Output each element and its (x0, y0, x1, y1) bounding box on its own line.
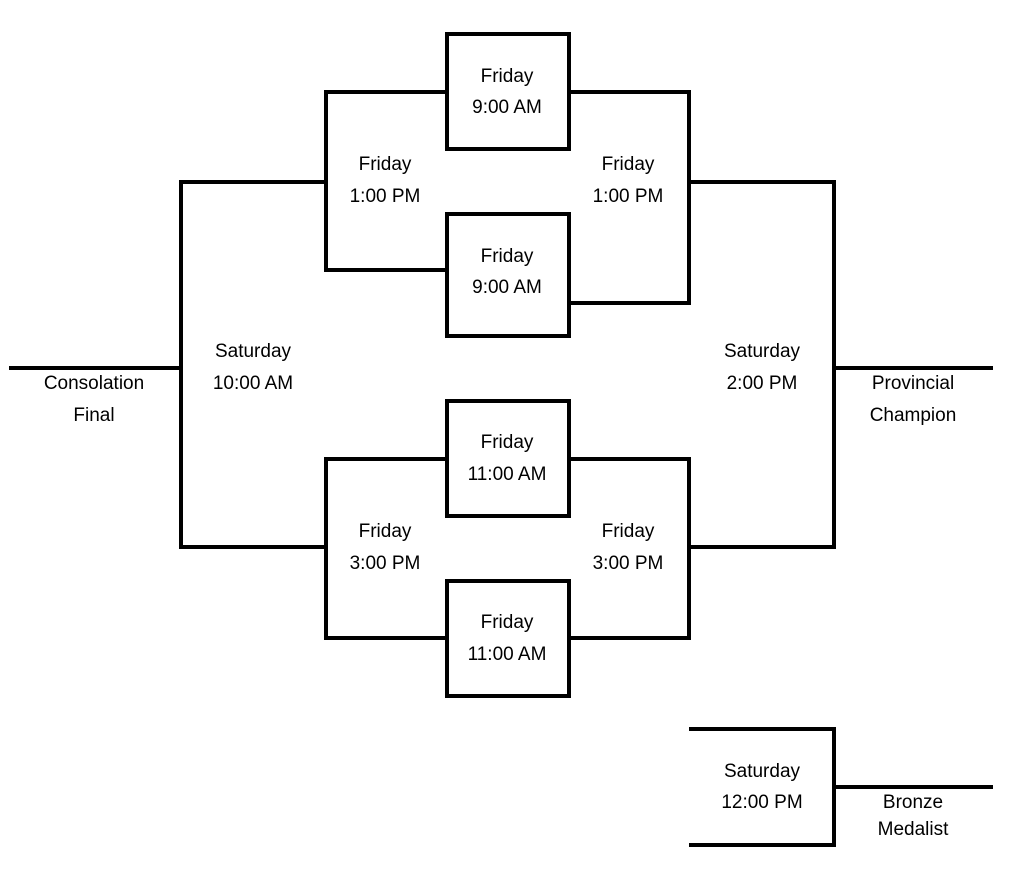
outcome-label: Provincial (872, 373, 954, 394)
game-box-fri-9am-bottom (445, 212, 571, 338)
game-day-label: Friday (481, 432, 534, 453)
game-day-label: Friday (359, 521, 412, 542)
bracket-sat-championship (687, 180, 836, 549)
game-time-label: 12:00 PM (721, 792, 802, 813)
game-box-fri-9am-top (445, 32, 571, 151)
game-day-label: Friday (481, 246, 534, 267)
outcome-label: Bronze (883, 792, 943, 813)
game-time-label: 2:00 PM (727, 373, 798, 394)
game-time-label: 9:00 AM (472, 277, 542, 298)
bracket-fri-3pm-left (324, 457, 449, 640)
game-day-label: Saturday (724, 761, 801, 782)
game-day-label: Friday (359, 154, 412, 175)
game-time-label: 3:00 PM (350, 553, 421, 574)
game-day-label: Friday (481, 66, 534, 87)
game-day-label: Saturday (724, 341, 801, 362)
outcome-label: Champion (870, 405, 957, 426)
game-day-label: Friday (602, 154, 655, 175)
game-day-label: Friday (602, 521, 655, 542)
game-time-label: 10:00 AM (213, 373, 293, 394)
game-day-label: Saturday (215, 341, 292, 362)
game-time-label: 11:00 AM (468, 464, 547, 485)
game-time-label: 9:00 AM (472, 97, 542, 118)
game-time-label: 1:00 PM (350, 186, 421, 207)
game-time-label: 1:00 PM (593, 186, 664, 207)
bracket-sat-bronze (689, 727, 836, 847)
game-box-fri-11am-top (445, 399, 571, 518)
game-time-label: 11:00 AM (468, 644, 547, 665)
bracket-fri-1pm-right (567, 90, 691, 305)
game-day-label: Friday (481, 612, 534, 633)
bracket-fri-1pm-left (324, 90, 449, 272)
bracket-sat-consolation (179, 180, 328, 549)
outcome-label: Consolation (44, 373, 144, 394)
outcome-label: Medalist (878, 819, 949, 840)
game-box-fri-11am-bottom (445, 579, 571, 698)
outcome-label: Final (73, 405, 114, 426)
bracket-fri-3pm-right (567, 457, 691, 640)
game-time-label: 3:00 PM (593, 553, 664, 574)
